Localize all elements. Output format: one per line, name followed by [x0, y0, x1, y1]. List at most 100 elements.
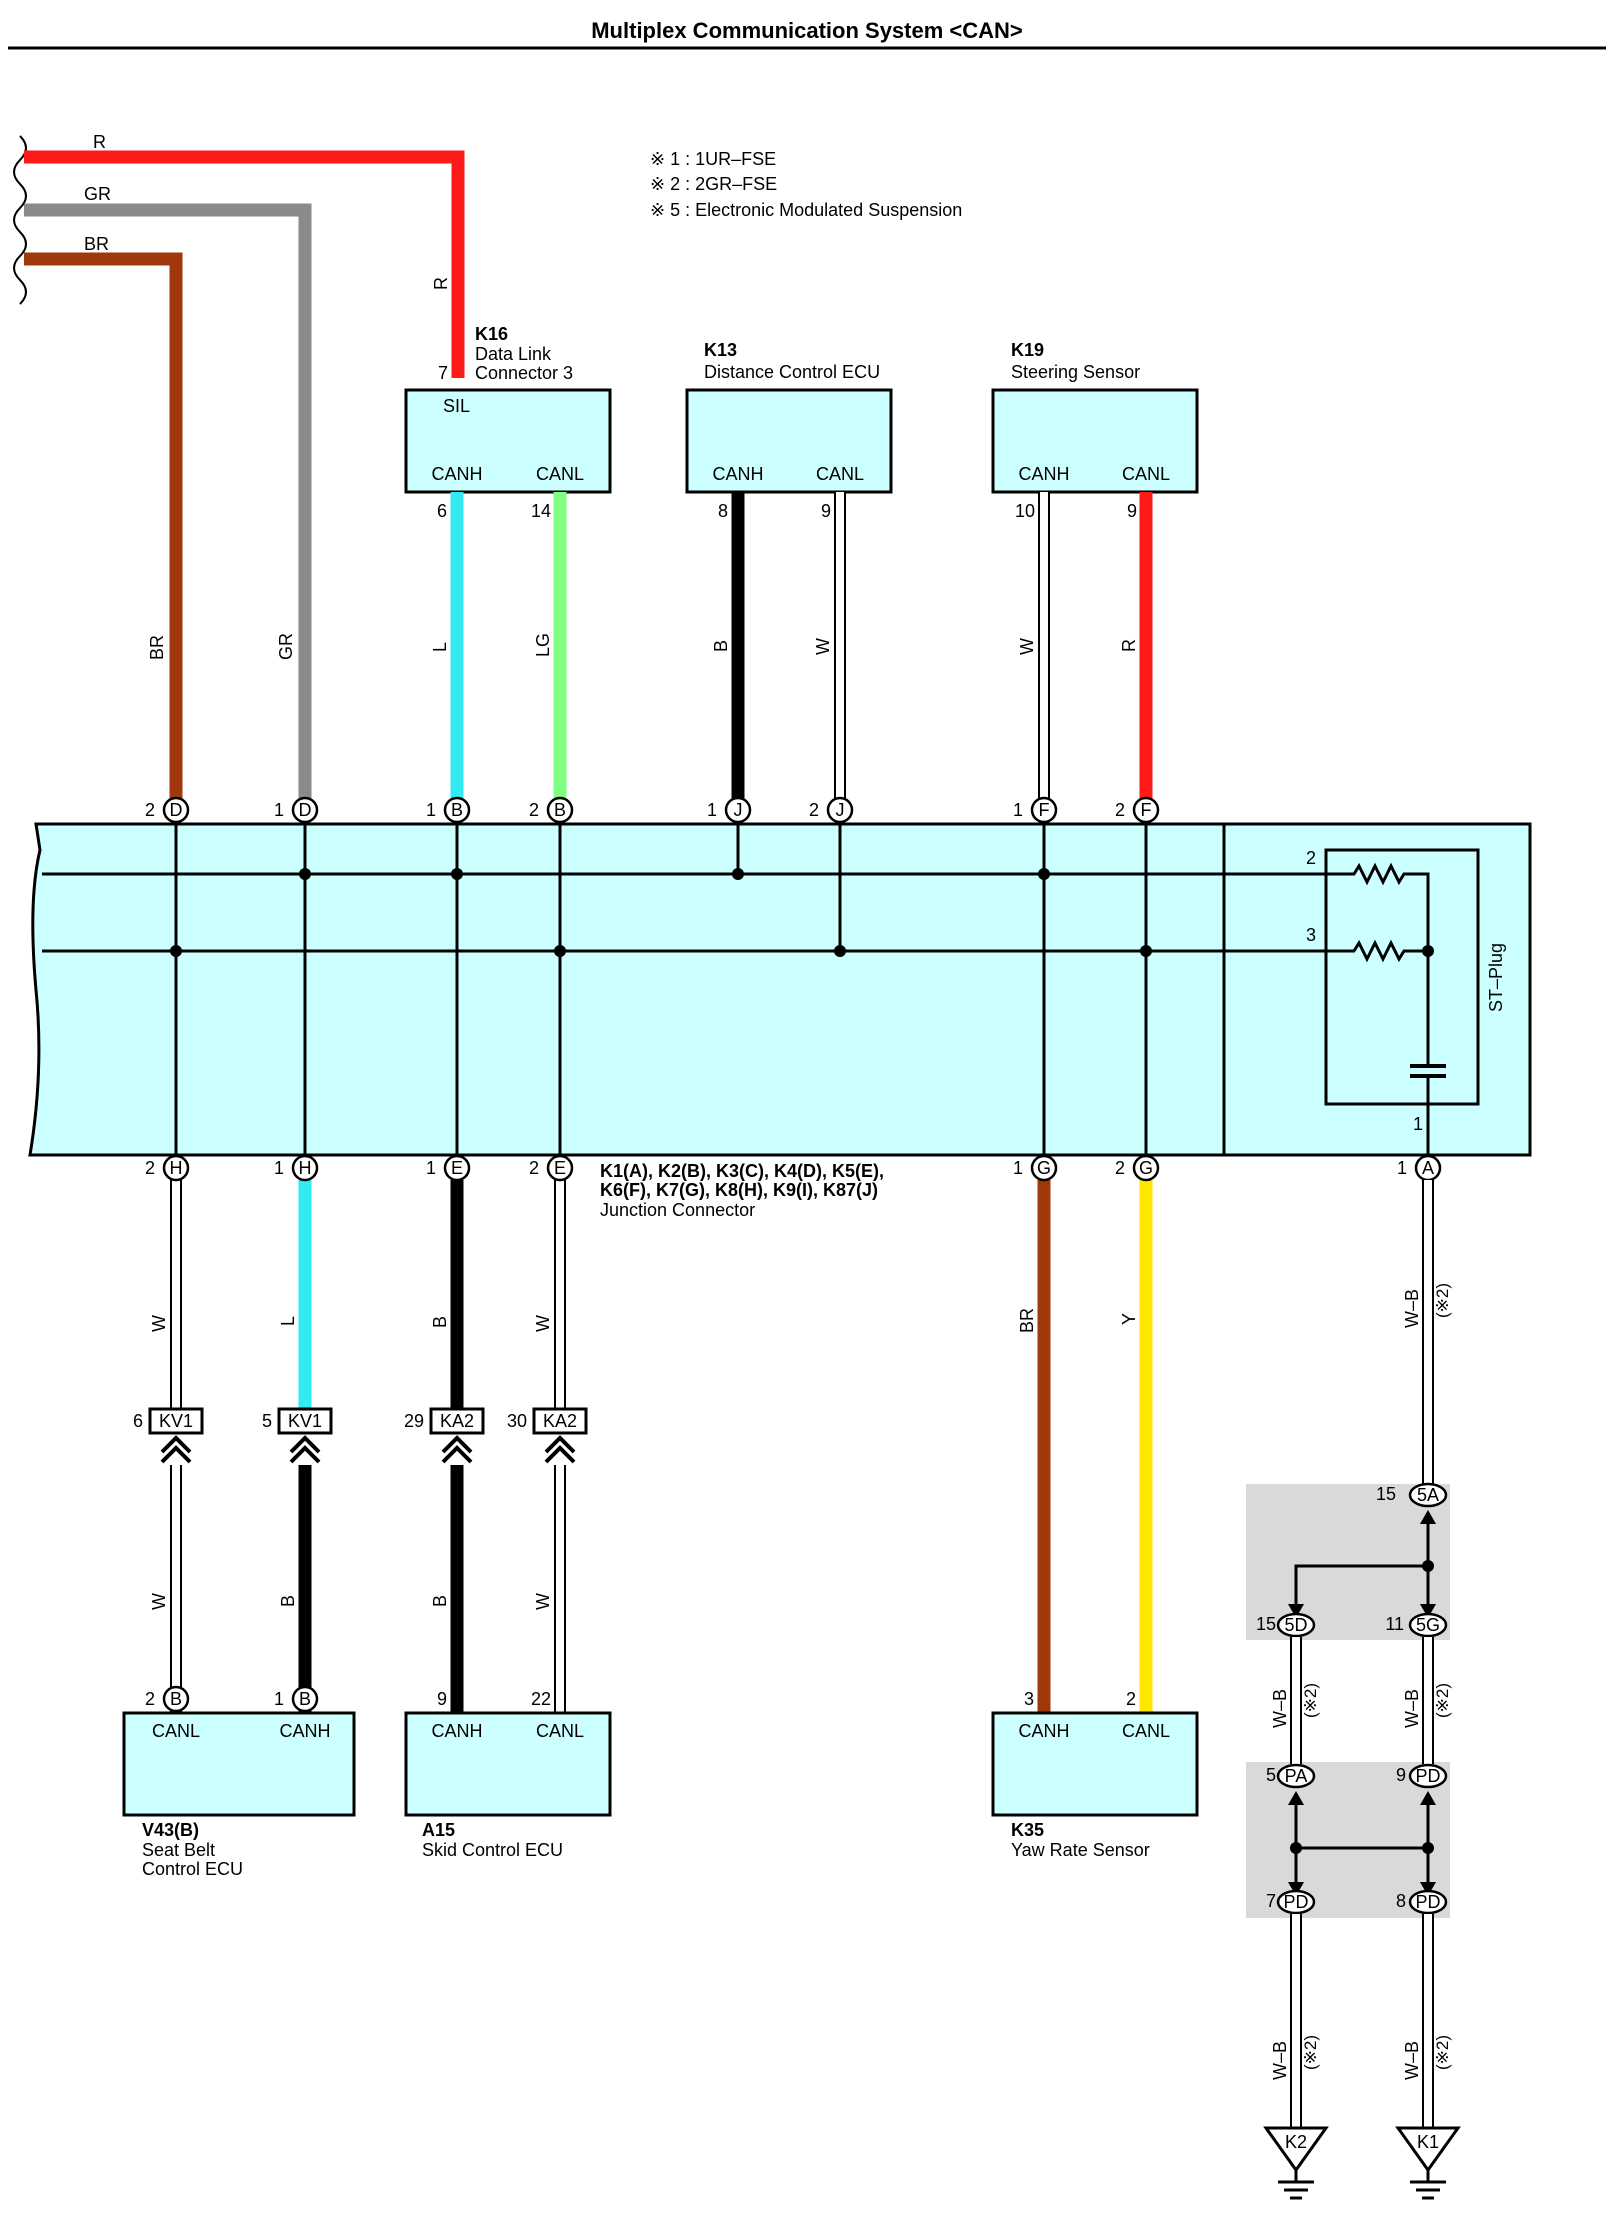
k16-pin-canl: CANL	[536, 464, 584, 484]
a15-pin-22: 22	[531, 1689, 551, 1709]
inline-connectors: 6 KV1 5 KV1 29 KA2 30 KA2	[133, 1407, 588, 1464]
wire-br-incoming	[24, 252, 183, 805]
k19-pin-canl: CANL	[1122, 464, 1170, 484]
component-k16: K16 Data Link Connector 3 7 SIL CANH CAN…	[404, 324, 612, 521]
wire-label-r-top: R	[1119, 639, 1139, 652]
resistor-2	[1326, 939, 1428, 963]
wire-label-b-low-2: B	[430, 1595, 450, 1607]
svg-text:J: J	[734, 800, 743, 820]
ground-k2-icon: K2	[1263, 2126, 1329, 2200]
k35-sig-canh: CANH	[1018, 1721, 1069, 1741]
st-plug: ST–Plug 2 3 1	[1306, 848, 1506, 1155]
svg-text:9: 9	[1396, 1765, 1406, 1785]
svg-text:1: 1	[1013, 1158, 1023, 1178]
wb-label-1: W–B	[1402, 1289, 1422, 1328]
svg-text:15: 15	[1256, 1614, 1276, 1634]
conn-pa: 5 PA	[1266, 1763, 1316, 1805]
wire-label-br-top: BR	[147, 635, 167, 660]
k19-box	[991, 388, 1199, 494]
wb-note-1: (※2)	[1433, 1283, 1452, 1318]
svg-text:F: F	[1039, 800, 1050, 820]
k19-pin-canh: CANH	[1018, 464, 1069, 484]
svg-text:KV1: KV1	[159, 1411, 193, 1431]
note-1: ※ 1 : 1UR–FSE	[650, 149, 776, 169]
svg-text:29: 29	[404, 1411, 424, 1431]
wb-note-2: (※2)	[1301, 1683, 1320, 1718]
svg-text:2: 2	[145, 800, 155, 820]
k35-pin-2: 2	[1126, 1689, 1136, 1709]
svg-text:G: G	[1139, 1158, 1153, 1178]
a15-pin-9: 9	[437, 1689, 447, 1709]
svg-text:K2: K2	[1285, 2132, 1307, 2152]
svg-text:KA2: KA2	[543, 1411, 577, 1431]
a15-sig-canh: CANH	[431, 1721, 482, 1741]
wb-label-4: W–B	[1270, 2041, 1290, 2080]
svg-text:D: D	[170, 800, 183, 820]
conn-pd-8: 8 PD	[1396, 1882, 1448, 1915]
k16-code: K16	[475, 324, 508, 344]
wb-note-3: (※2)	[1433, 1683, 1452, 1718]
svg-text:D: D	[299, 800, 312, 820]
svg-text:PD: PD	[1283, 1892, 1308, 1912]
junction-connector: ST–Plug 2 3 1 K1(A), K2(B), K3(C), K4(D)…	[28, 822, 1532, 1220]
svg-text:1: 1	[707, 800, 717, 820]
component-k35: 3 2 CANH CANL K35 Yaw Rate Sensor	[991, 1689, 1199, 1860]
svg-text:KV1: KV1	[288, 1411, 322, 1431]
top-wires: BR GR L LG B W W R	[147, 492, 1153, 800]
svg-text:8: 8	[1396, 1891, 1406, 1911]
k13-box	[685, 388, 893, 494]
svg-text:B: B	[451, 800, 463, 820]
svg-text:E: E	[451, 1158, 463, 1178]
svg-text:1: 1	[426, 1158, 436, 1178]
inline-kv1-6: 6 KV1	[133, 1407, 204, 1464]
break-symbol	[13, 135, 27, 305]
wire-label-w-mid-2: W	[533, 1315, 553, 1332]
a15-sig-canl: CANL	[536, 1721, 584, 1741]
incoming-label-r: R	[93, 132, 106, 152]
k13-pin-9: 9	[821, 501, 831, 521]
svg-text:2: 2	[529, 800, 539, 820]
wire-label-r-vertical: R	[431, 277, 451, 290]
k16-name-2: Connector 3	[475, 363, 573, 383]
svg-text:1: 1	[274, 800, 284, 820]
wire-label-w-top-2: W	[1017, 638, 1037, 655]
svg-text:B: B	[170, 1689, 182, 1709]
svg-text:A: A	[1422, 1158, 1434, 1178]
svg-text:2: 2	[145, 1158, 155, 1178]
junction-label-2: K6(F), K7(G), K8(H), K9(I), K87(J)	[600, 1180, 878, 1200]
svg-text:J: J	[836, 800, 845, 820]
wire-label-b-low-1: B	[278, 1595, 298, 1607]
v43-sig-canl: CANL	[152, 1721, 200, 1741]
svg-text:15: 15	[1376, 1484, 1396, 1504]
wb-label-2: W–B	[1270, 1689, 1290, 1728]
svg-text:G: G	[1037, 1158, 1051, 1178]
a15-box	[404, 1711, 612, 1817]
svg-text:2: 2	[529, 1158, 539, 1178]
svg-text:2: 2	[145, 1689, 155, 1709]
lower-wires: W B B W	[149, 1465, 566, 1712]
k16-box	[404, 388, 612, 494]
svg-text:1: 1	[274, 1689, 284, 1709]
k19-pin-10: 10	[1015, 501, 1035, 521]
bus-dots	[170, 868, 1152, 957]
svg-text:5: 5	[1266, 1765, 1276, 1785]
k35-pin-3: 3	[1024, 1689, 1034, 1709]
svg-text:H: H	[170, 1158, 183, 1178]
ground-k1-icon: K1	[1395, 2126, 1461, 2200]
k35-name: Yaw Rate Sensor	[1011, 1840, 1150, 1860]
st-plug-pin-1: 1	[1413, 1114, 1423, 1134]
junction-box	[28, 822, 1532, 1157]
wire-label-lg-top: LG	[533, 633, 553, 657]
component-k13: K13 Distance Control ECU CANH CANL 8 9	[685, 340, 893, 521]
wb-note-4: (※2)	[1301, 2035, 1320, 2070]
svg-text:2: 2	[809, 800, 819, 820]
